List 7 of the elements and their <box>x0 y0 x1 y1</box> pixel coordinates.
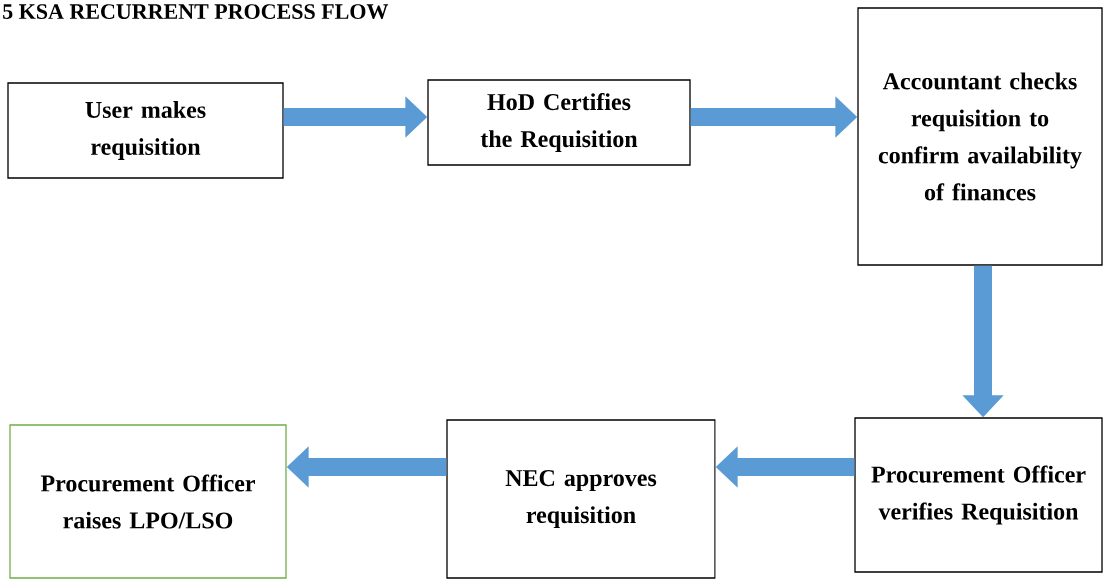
process-box: Procurement Officer verifies Requisition <box>854 417 1103 573</box>
process-box: HoD Certifies the Requisition <box>427 79 691 166</box>
process-box: Procurement Officer raises LPO/LSO <box>9 424 287 579</box>
process-box: NEC approves requisition <box>446 419 716 579</box>
process-box: Accountant checks requisition to confirm availability of finances <box>857 7 1103 266</box>
process-box: User makes requisition <box>7 82 284 179</box>
title: 5 KSA RECURRENT PROCESS FLOW <box>3 4 389 20</box>
